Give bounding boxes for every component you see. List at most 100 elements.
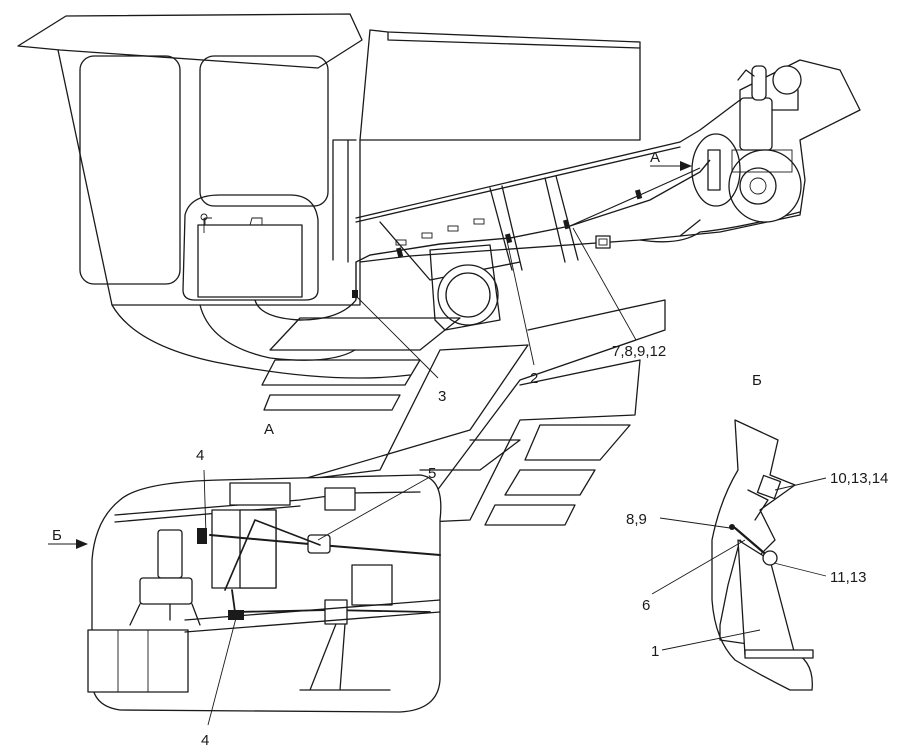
view-b-title: Б <box>752 372 762 389</box>
intake-elbow <box>737 69 799 111</box>
valve-legs <box>129 603 201 626</box>
view-b-arrow-label: Б <box>52 527 62 544</box>
housing-upper-rail <box>355 141 681 219</box>
gearbox-left <box>87 629 189 693</box>
view-a-title: А <box>264 421 274 438</box>
view-a-detail-circle <box>691 133 741 207</box>
panel-2 <box>261 359 421 386</box>
leader-lines <box>203 227 827 726</box>
rod-6-pivot <box>762 550 778 566</box>
housing-upper-rail-2 <box>355 146 681 223</box>
frame-member-1 <box>489 175 579 271</box>
engine-pulley-hub <box>739 167 777 205</box>
cab-window-left <box>79 55 181 285</box>
cab-window-right <box>199 55 329 207</box>
air-filter <box>739 97 773 151</box>
callout-2: 2 <box>530 370 538 387</box>
callout-3: 3 <box>438 388 446 405</box>
diagonal-rod <box>224 519 321 591</box>
pulley-bracket <box>731 149 793 173</box>
right-support-post <box>299 623 391 691</box>
cab-body <box>57 29 371 306</box>
callout-4-top: 4 <box>196 447 204 464</box>
callout-6: 6 <box>642 597 650 614</box>
grain-tank-top <box>387 31 641 49</box>
leader-7-8-9-12 <box>572 227 637 341</box>
panel-1 <box>269 317 461 351</box>
battery-box <box>197 224 303 298</box>
cab-roof <box>17 13 363 69</box>
cable-clamps <box>352 189 643 298</box>
control-switch <box>595 235 611 249</box>
cab-door-recess <box>182 194 319 301</box>
machine-belly <box>111 304 411 379</box>
panel-9 <box>484 504 576 526</box>
lever-connector-top <box>197 528 207 544</box>
bolt-10-13-14 <box>756 474 782 500</box>
view-a-bracket-right <box>324 487 356 511</box>
detail-a-lever <box>707 149 721 191</box>
cable-harness-branch <box>569 167 701 227</box>
leader-8-9 <box>659 517 731 529</box>
labels: А А Б Б 7,8,9,12 2 3 4 4 5 10,13,14 8,9 … <box>52 149 888 749</box>
right-frame <box>184 599 441 633</box>
valve-stem <box>157 529 183 579</box>
background-panels <box>261 299 666 526</box>
cable-harness-lower <box>254 299 357 321</box>
panel-3 <box>263 394 401 411</box>
panel-8 <box>504 469 596 496</box>
callout-10-13-14: 10,13,14 <box>830 470 888 487</box>
lever-rod-bottom <box>231 589 431 613</box>
panel-4 <box>299 344 529 481</box>
valve-body <box>139 577 193 605</box>
view-b-arrow-head <box>76 539 88 549</box>
view-a-detail <box>87 474 442 713</box>
machine-side-view <box>17 13 861 379</box>
leader-10-13-14 <box>774 477 827 491</box>
leader-4-top <box>203 469 207 536</box>
grain-tank <box>359 29 641 141</box>
leader-3 <box>355 295 439 379</box>
leader-1 <box>661 629 761 651</box>
rail-slots <box>395 218 485 246</box>
cab-rear-post <box>332 139 357 263</box>
callout-1: 1 <box>651 643 659 660</box>
callout-11-13: 11,13 <box>830 569 866 586</box>
view-a-top-beam-2 <box>114 505 301 523</box>
gearbox-left-ribs <box>117 630 149 692</box>
engine-housing <box>679 59 861 237</box>
frame-member-2 <box>379 221 521 281</box>
drive-housing <box>429 244 501 331</box>
drive-wheel-hub <box>445 272 491 318</box>
leader-11-13 <box>773 562 827 577</box>
callout-7-8-9-12: 7,8,9,12 <box>612 343 666 360</box>
leader-5 <box>317 477 429 541</box>
central-block-inner <box>239 509 277 589</box>
leader-2 <box>505 235 535 366</box>
rod-6-end <box>729 524 735 530</box>
callout-4-bottom: 4 <box>201 732 209 749</box>
leader-6 <box>651 539 746 595</box>
control-switch-inner <box>598 238 608 246</box>
callout-5: 5 <box>428 465 436 482</box>
battery-lid <box>198 217 302 226</box>
panel-6 <box>359 359 641 526</box>
air-intake-cap <box>772 65 802 95</box>
panel-7 <box>524 424 631 461</box>
engine-pulley-center <box>749 177 767 195</box>
callout-8-9: 8,9 <box>626 511 647 528</box>
leader-4-bottom <box>207 617 237 726</box>
view-b-detail <box>711 419 814 691</box>
intake-pipe <box>751 65 767 101</box>
rod-6 <box>733 526 772 560</box>
base-plate <box>744 649 814 659</box>
view-arrows <box>48 161 692 549</box>
lever-connector-bottom <box>228 610 244 620</box>
view-a-arrow-label: А <box>650 149 660 166</box>
view-a-arrow-head <box>680 161 692 171</box>
bracket-b-arm <box>747 489 769 521</box>
view-a-bracket-top <box>229 482 291 506</box>
battery-terminal-cap <box>200 213 208 221</box>
